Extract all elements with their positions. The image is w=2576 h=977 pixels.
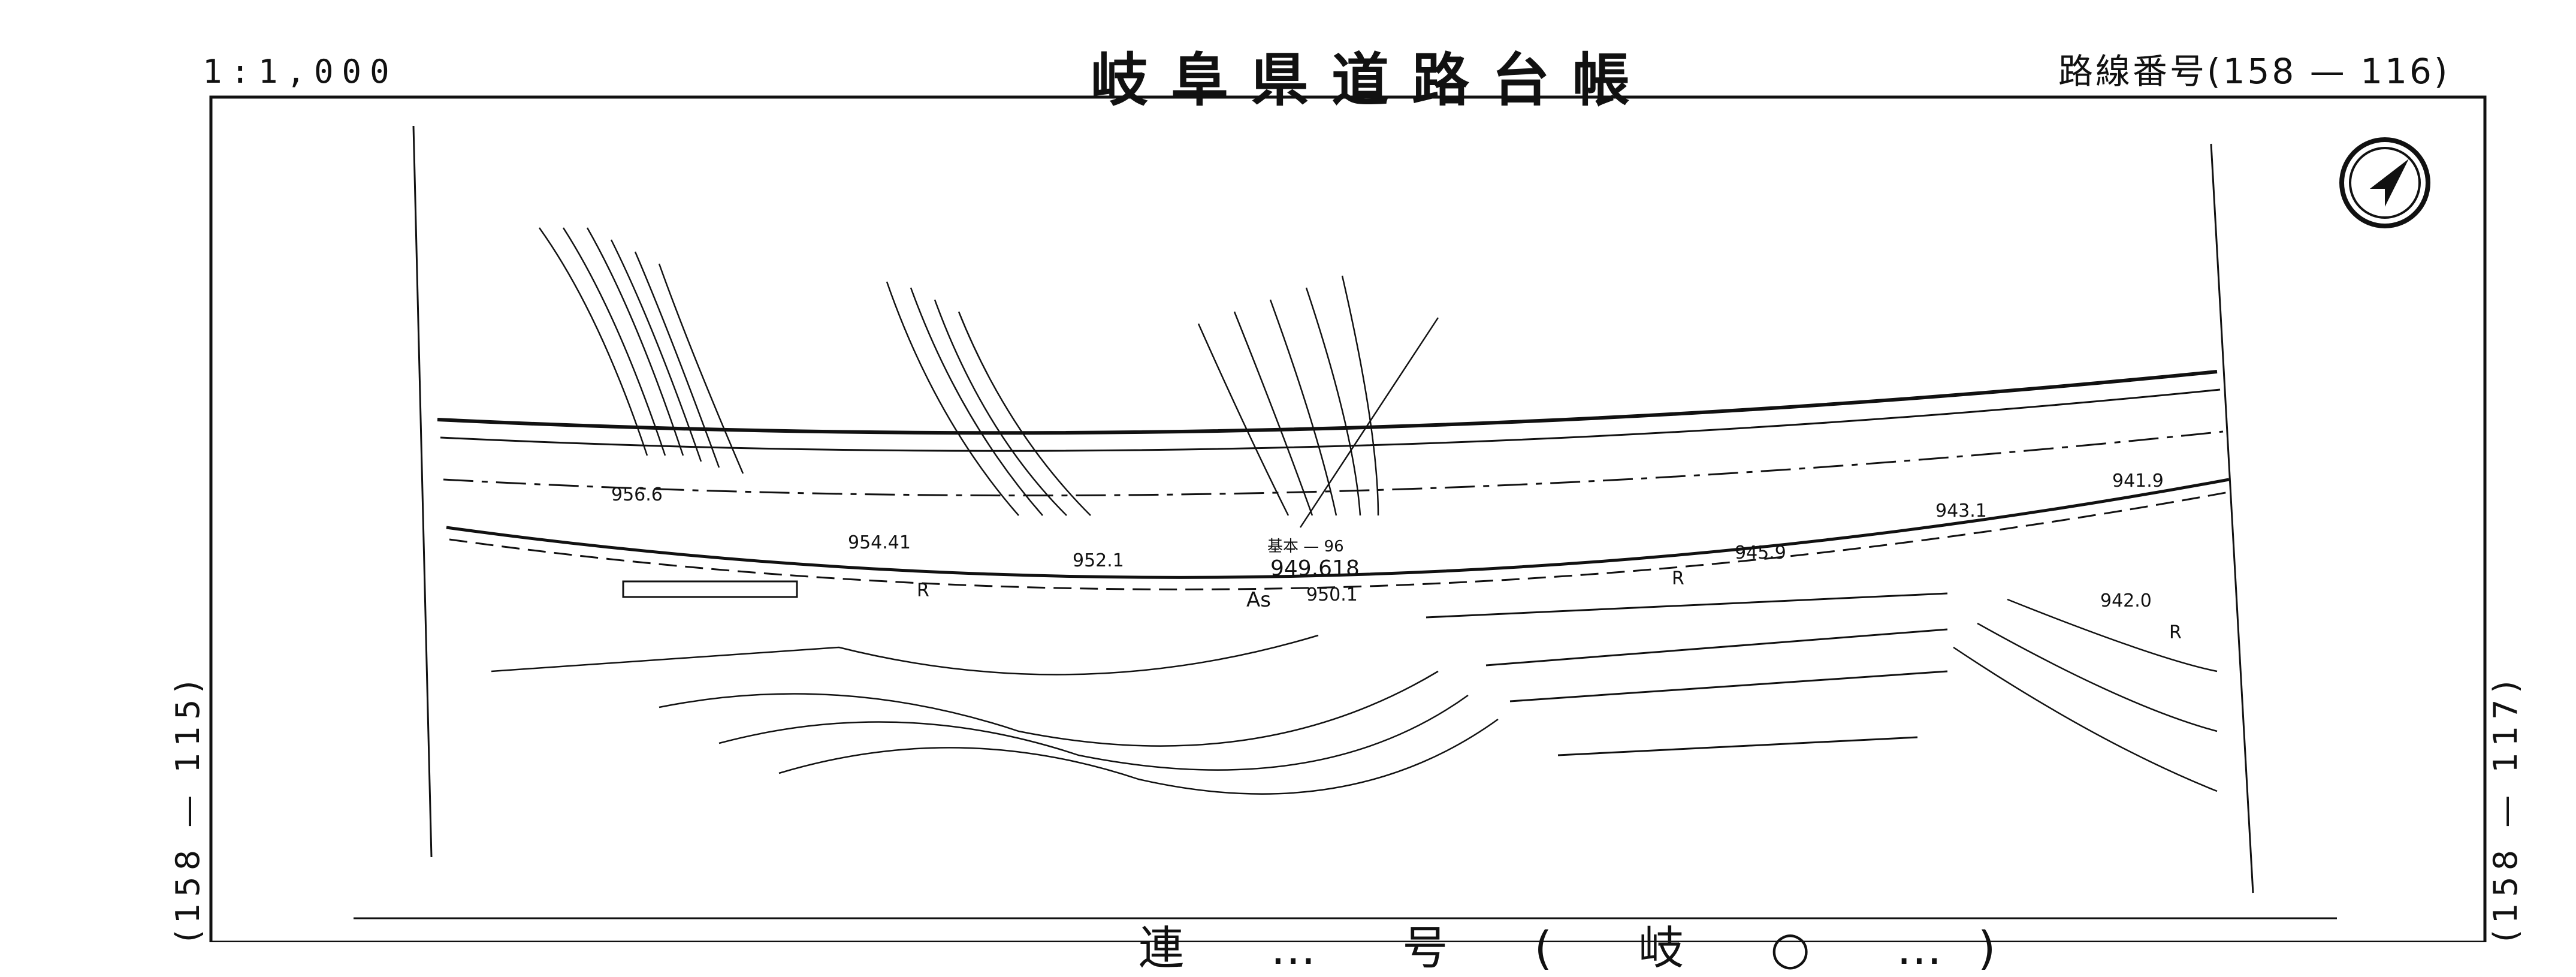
map-title: 岐阜県道路台帳 [1091, 47, 1653, 114]
sheet-edge-lines [412, 125, 2254, 894]
elevation-labels: 956.6 954.41 952.1 949.618 950.1 945.9 9… [611, 471, 2182, 643]
elevation-point: 949.618 [1270, 556, 1360, 581]
road-lines [437, 370, 2233, 590]
contour-lines-lower [491, 598, 2218, 795]
north-arrow-icon [2339, 137, 2430, 228]
retaining-wall-label: R [2169, 622, 2182, 643]
contour-lines-upper [538, 227, 1439, 528]
benchmark-label: 基本 — 96 [1267, 538, 1344, 556]
elevation-point: 950.1 [1306, 584, 1358, 605]
elevation-point: 954.41 [848, 532, 911, 553]
elevation-point: 942.0 [2100, 590, 2152, 611]
map-scale: 1:1,000 [203, 53, 398, 91]
road-surface-label: As [1246, 588, 1271, 612]
footer-title-partial: 連 … 号 ( 岐 ○ …) [1138, 921, 2032, 975]
elevation-point: 943.1 [1935, 500, 1987, 521]
next-sheet-number: (158 — 117) [2487, 674, 2524, 942]
map-frame [209, 95, 2487, 942]
retaining-wall-hatch [622, 580, 1948, 756]
previous-sheet-number: (158 — 115) [169, 674, 207, 942]
elevation-point: 952.1 [1073, 550, 1124, 571]
map-drawing: 956.6 954.41 952.1 949.618 950.1 945.9 9… [209, 95, 2487, 942]
elevation-point: 956.6 [611, 484, 663, 505]
road-ledger-map-sheet: 1:1,000 岐阜県道路台帳 路線番号(158 — 116) (158 — 1… [169, 47, 2524, 975]
retaining-wall-label: R [1672, 568, 1684, 589]
elevation-point: 945.9 [1735, 542, 1786, 563]
route-number: 路線番号(158 — 116) [2058, 51, 2450, 92]
elevation-point: 941.9 [2112, 471, 2164, 491]
retaining-wall-label: R [917, 580, 929, 601]
